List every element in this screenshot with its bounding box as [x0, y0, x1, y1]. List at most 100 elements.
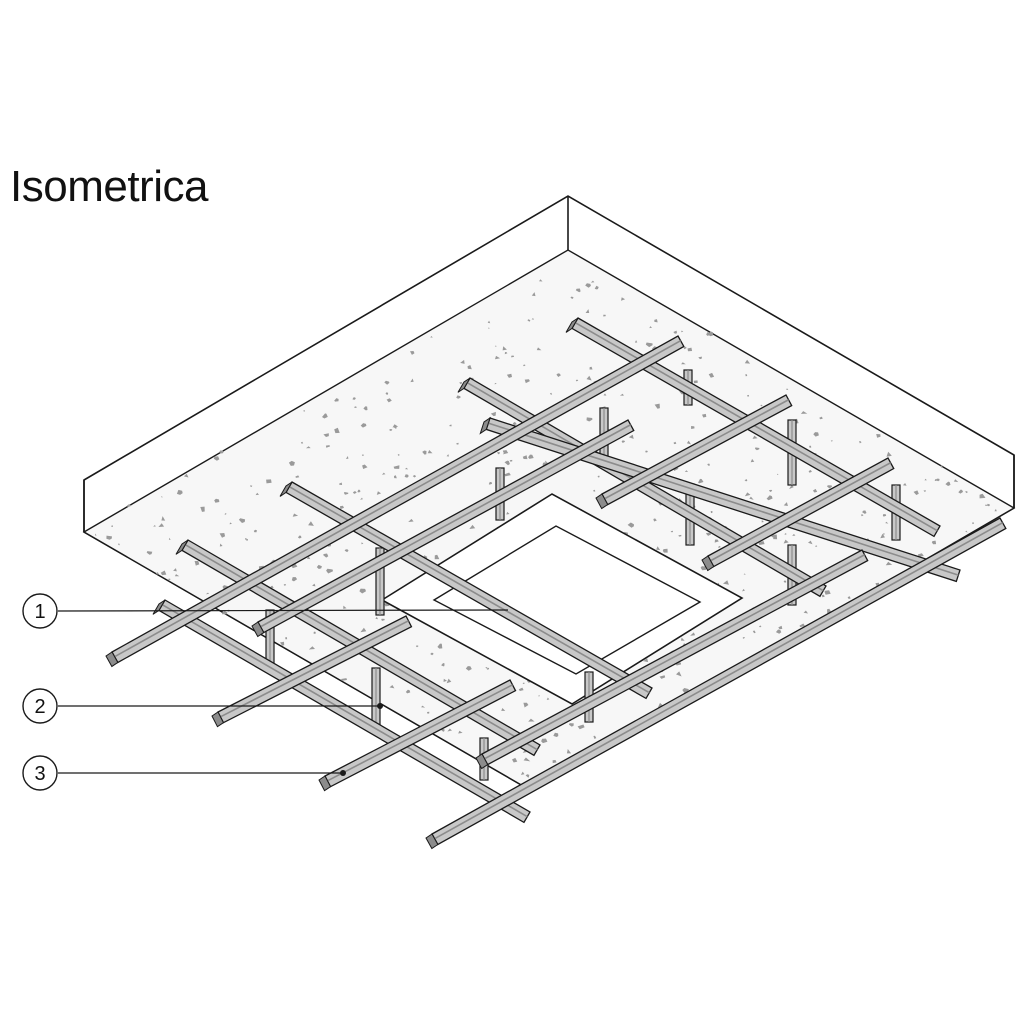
concrete-speck — [313, 631, 316, 634]
concrete-speck — [621, 440, 625, 443]
concrete-speck — [292, 513, 299, 517]
concrete-speck — [512, 421, 517, 426]
concrete-speck — [799, 623, 806, 627]
concrete-speck — [568, 723, 574, 727]
concrete-speck — [886, 451, 892, 457]
concrete-speck — [862, 510, 867, 514]
concrete-speck — [813, 432, 819, 437]
concrete-speck — [343, 492, 349, 495]
concrete-speck — [117, 543, 120, 546]
concrete-speck — [678, 534, 682, 537]
concrete-speck — [597, 475, 600, 478]
concrete-speck — [882, 514, 887, 517]
concrete-speck — [603, 314, 606, 317]
concrete-speck — [619, 393, 624, 396]
concrete-speck — [777, 473, 779, 475]
concrete-speck — [430, 336, 433, 338]
concrete-speck — [183, 473, 189, 478]
concrete-speck — [325, 445, 331, 448]
concrete-speck — [341, 678, 347, 681]
concrete-speck — [769, 489, 773, 492]
concrete-speck — [384, 380, 390, 385]
concrete-speck — [718, 545, 721, 548]
concrete-speck — [690, 632, 696, 636]
concrete-speck — [253, 529, 257, 533]
callout-3: 3 — [22, 755, 346, 791]
concrete-speck — [449, 424, 452, 427]
concrete-speck — [653, 518, 657, 522]
concrete-speck — [522, 455, 528, 460]
concrete-speck — [749, 496, 754, 500]
concrete-speck — [394, 475, 397, 479]
concrete-speck — [549, 392, 553, 395]
concrete-speck — [363, 406, 368, 411]
concrete-speck — [219, 533, 226, 538]
concrete-speck — [742, 637, 745, 639]
concrete-speck — [219, 543, 223, 547]
concrete-speck — [745, 374, 748, 377]
furring-profile-2-cap — [251, 621, 265, 638]
primary-channel-3 — [479, 416, 961, 583]
concrete-speck — [506, 511, 510, 515]
concrete-speck — [659, 675, 666, 679]
concrete-speck — [285, 637, 288, 640]
concrete-speck — [146, 551, 153, 555]
concrete-speck — [153, 525, 157, 527]
concrete-speck — [443, 678, 447, 682]
concrete-speck — [126, 504, 132, 508]
concrete-speck — [266, 479, 272, 484]
concrete-speck — [824, 590, 831, 595]
concrete-speck — [446, 678, 452, 684]
concrete-speck — [673, 330, 677, 334]
concrete-speck — [693, 380, 698, 384]
concrete-speck — [427, 450, 433, 454]
concrete-speck — [649, 326, 652, 329]
concrete-speck — [902, 483, 907, 486]
concrete-speck — [885, 521, 889, 524]
furring-profile-6-cap — [318, 775, 332, 792]
concrete-speck — [382, 472, 386, 475]
concrete-speck — [913, 490, 919, 495]
concrete-speck — [509, 459, 513, 462]
ceiling-opening — [380, 493, 744, 705]
concrete-speck — [389, 685, 395, 689]
concrete-speck — [205, 592, 209, 595]
concrete-speck — [339, 505, 344, 510]
concrete-speck — [522, 749, 527, 753]
concrete-speck — [758, 540, 765, 545]
concrete-speck — [389, 429, 393, 431]
concrete-speck — [334, 398, 339, 402]
concrete-speck — [504, 472, 511, 477]
concrete-speck — [344, 549, 349, 553]
furring-profile-3-edge — [604, 399, 789, 500]
concrete-speck — [698, 478, 704, 484]
furring-profile-2 — [251, 419, 635, 638]
concrete-speck — [577, 724, 585, 730]
page-title: Isometrica — [10, 162, 208, 211]
primary-channel-2-cap — [457, 377, 471, 393]
concrete-speck — [742, 588, 745, 592]
callout-3-label: 3 — [34, 763, 45, 785]
concrete-speck — [404, 467, 409, 470]
concrete-speck — [486, 667, 490, 670]
concrete-speck — [752, 435, 758, 439]
concrete-speck — [343, 605, 347, 609]
concrete-speck — [404, 474, 409, 478]
furring-profile-6 — [318, 679, 517, 792]
concrete-speck — [174, 574, 180, 577]
primary-channel-5-cap — [175, 539, 189, 555]
concrete-speck — [410, 378, 414, 383]
concrete-speck — [628, 434, 634, 439]
concrete-speck — [876, 434, 881, 438]
concrete-speck — [465, 666, 472, 671]
concrete-speck — [760, 404, 763, 407]
concrete-speck — [168, 537, 171, 540]
concrete-speck — [681, 362, 686, 365]
concrete-speck — [710, 511, 713, 514]
concrete-speck — [538, 694, 540, 697]
concrete-speck — [280, 641, 285, 646]
concrete-speck — [800, 411, 808, 414]
concrete-speck — [393, 426, 397, 429]
primary-channel-1-edge — [574, 321, 938, 532]
concrete-speck — [778, 625, 783, 630]
